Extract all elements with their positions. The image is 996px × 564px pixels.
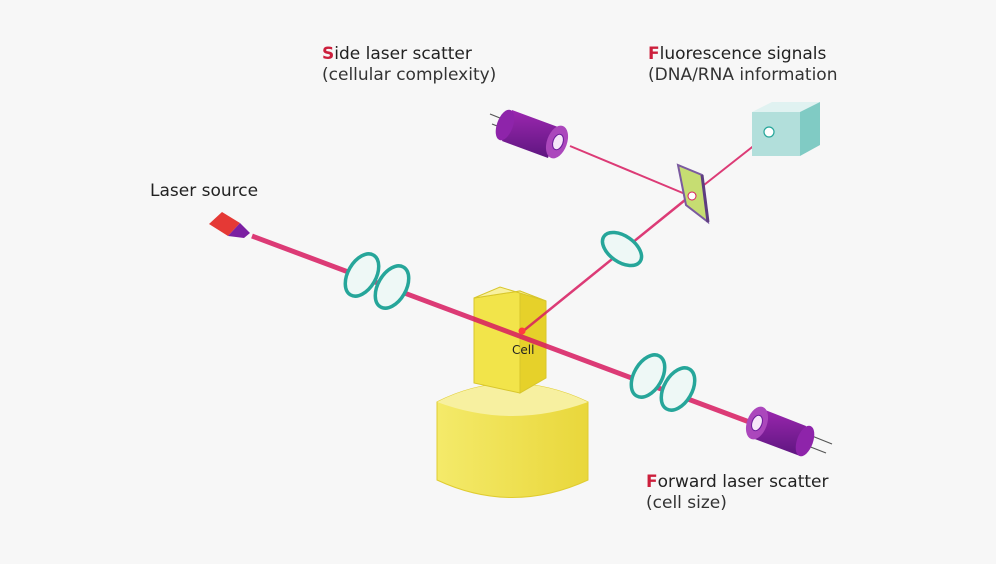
- side-scatter-detector-icon: [489, 109, 569, 159]
- fluorescence-detector-icon: [752, 102, 820, 156]
- flow-cell: [473, 286, 547, 394]
- cell-label: Cell: [512, 343, 534, 357]
- forward-scatter-subtitle: (cell size): [646, 493, 727, 513]
- fluorescence-label: Fluorescence signals (DNA/RNA informatio…: [648, 44, 837, 86]
- laser-source-label: Laser source: [150, 181, 258, 202]
- side-scatter-label: Side laser scatter (cellular complexity): [322, 44, 496, 86]
- side-scatter-beam: [521, 195, 691, 333]
- lens-pair-output: [629, 353, 697, 412]
- side-scatter-subtitle: (cellular complexity): [322, 65, 497, 85]
- forward-scatter-detector-icon: [745, 406, 833, 457]
- fluorescence-title: luorescence signals: [659, 44, 827, 64]
- forward-scatter-first-letter: F: [646, 472, 658, 492]
- lens-pair-input: [343, 252, 411, 310]
- forward-scatter-title: orward laser scatter: [657, 472, 829, 492]
- side-scatter-first-letter: S: [322, 44, 335, 64]
- side-beam-lens: [600, 230, 644, 268]
- fluorescence-subtitle: (DNA/RNA information: [648, 65, 838, 85]
- dichroic-mirror: [676, 163, 710, 225]
- fluorescence-first-letter: F: [648, 44, 660, 64]
- laser-source-title: Laser source: [150, 181, 259, 201]
- laser-source-icon: [209, 212, 250, 238]
- sample-stage: [436, 383, 589, 498]
- cell-dot: [518, 327, 526, 335]
- reflected-beam: [569, 145, 691, 197]
- forward-scatter-label: Forward laser scatter (cell size): [646, 472, 828, 514]
- side-scatter-title: ide laser scatter: [334, 44, 472, 64]
